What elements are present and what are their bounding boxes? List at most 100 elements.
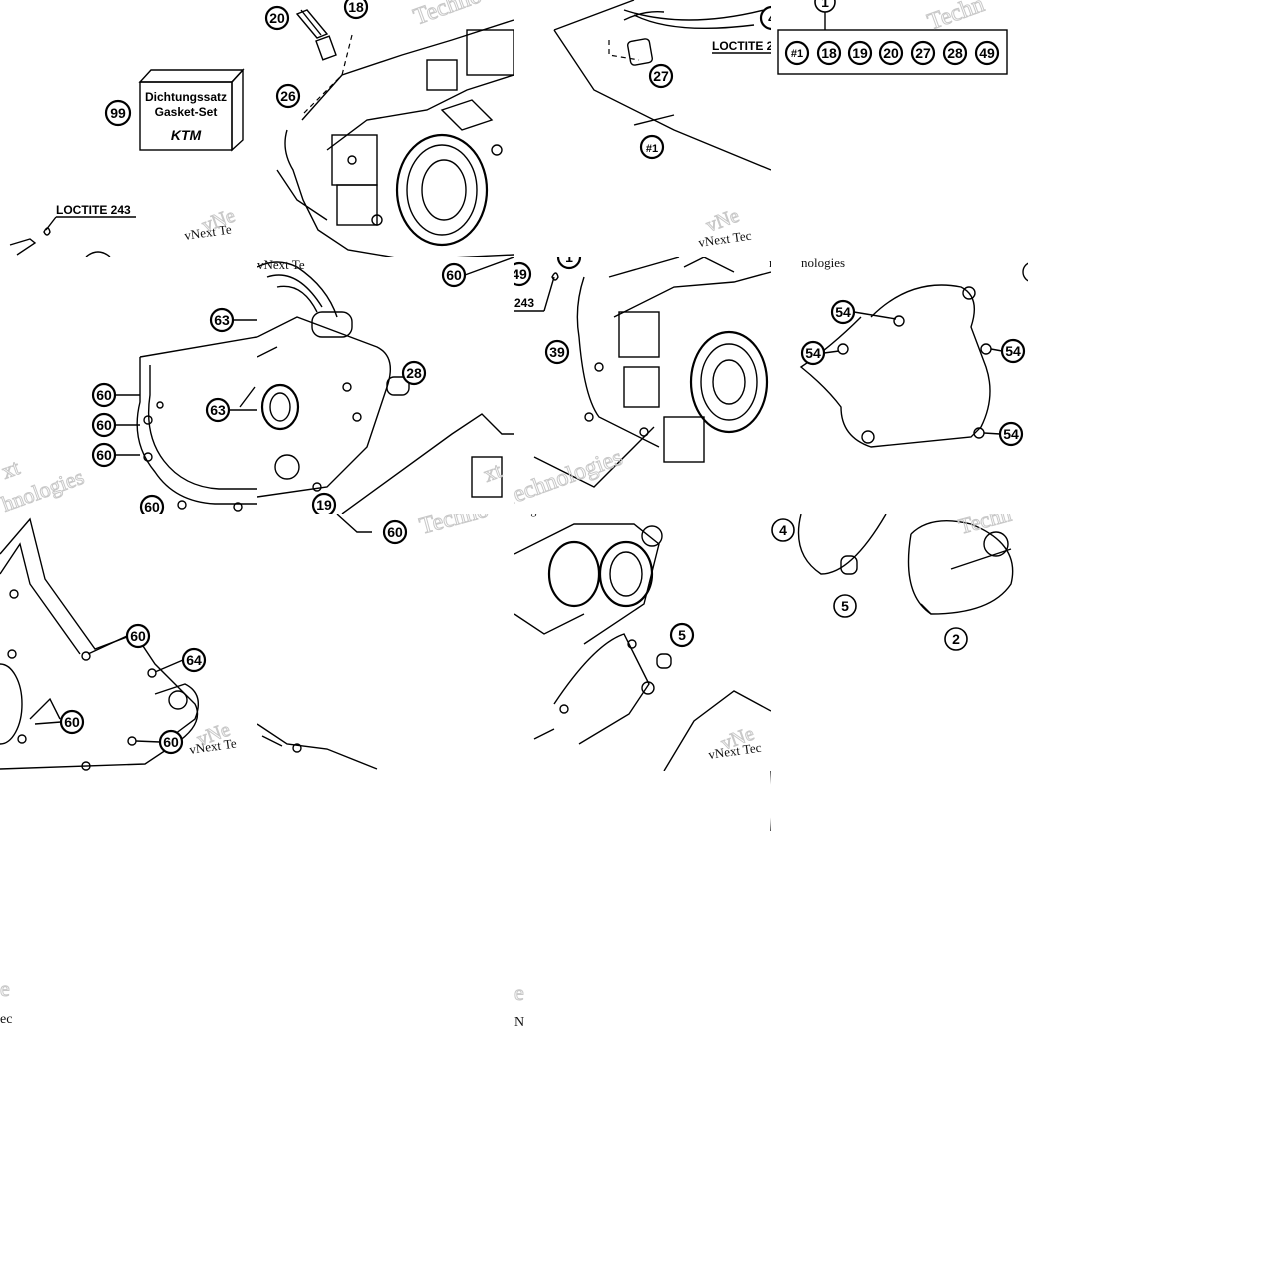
callout-4[interactable]: 4 [759, 5, 771, 31]
svg-text:LOCTITE 2: LOCTITE 2 [712, 39, 771, 53]
watermark-credit: nologies [514, 514, 550, 517]
callout-4-b[interactable]: 4 [771, 518, 795, 542]
callout-39[interactable]: 39 [544, 339, 570, 365]
kit-item-27[interactable]: 27 [910, 40, 936, 66]
callout-63-b[interactable]: 63 [205, 397, 231, 423]
kit-item-19[interactable]: 19 [847, 40, 873, 66]
kit-label-en: Gasket-Set [155, 105, 218, 119]
gasket-kit-box: Dichtungssatz Gasket-Set KTM [138, 68, 245, 152]
svg-text:60: 60 [163, 734, 179, 750]
svg-text:54: 54 [805, 345, 821, 361]
callout-60-b[interactable]: 60 [91, 412, 117, 438]
loctite-note-cut2: 243 [514, 296, 534, 310]
svg-text:5: 5 [841, 598, 849, 614]
watermark: xt [480, 457, 505, 486]
watermark: Techno [417, 514, 492, 540]
svg-text:39: 39 [549, 344, 565, 360]
svg-text:28: 28 [406, 365, 422, 381]
callout-18[interactable]: 18 [343, 0, 369, 20]
svg-text:20: 20 [883, 45, 899, 61]
callout-28[interactable]: 28 [401, 360, 427, 386]
callout-60-f[interactable]: 60 [125, 623, 151, 649]
watermark-credit: nologies [801, 257, 845, 270]
watermark: Techno [410, 0, 485, 31]
tile-pump-cover: 4 5 2 Techn [771, 514, 1028, 771]
crankcase-right-drawing [533, 257, 771, 488]
watermark: e [0, 976, 10, 1001]
svg-text:19: 19 [316, 497, 332, 513]
watermark-credit: vNext Tec [707, 740, 762, 762]
callout-63[interactable]: 63 [209, 307, 235, 333]
svg-text:2: 2 [952, 631, 960, 647]
callout-5-a[interactable]: 5 [669, 622, 695, 648]
watermark-credit: vNext Te [183, 221, 232, 243]
svg-text:64: 64 [186, 652, 202, 668]
ignition-gasket-drawing [799, 284, 992, 448]
svg-text:27: 27 [653, 68, 669, 84]
tile-crankcase-detail: 4 LOCTITE 2 27 #1 vNext Tec vNe [514, 0, 771, 257]
callout-60-a[interactable]: 60 [91, 382, 117, 408]
callout-60-e[interactable]: 60 [441, 262, 467, 288]
callout-26[interactable]: 26 [275, 83, 301, 109]
watermark: e [514, 980, 524, 1005]
crankcase-corner-drawing [553, 0, 771, 171]
svg-text:60: 60 [96, 387, 112, 403]
kit-contents-box [777, 12, 1008, 75]
tile-kit-contents: 1 #1 18 19 20 27 28 49 Techn [771, 0, 1028, 257]
callout-hash1[interactable]: #1 [639, 134, 665, 160]
svg-text:28: 28 [947, 45, 963, 61]
svg-text:60: 60 [96, 447, 112, 463]
callout-1[interactable]: 1 [556, 257, 582, 270]
svg-text:54: 54 [1003, 426, 1019, 442]
svg-text:18: 18 [821, 45, 837, 61]
watermark: vNe [199, 205, 238, 237]
callout-60-c[interactable]: 60 [91, 442, 117, 468]
callout-54-c[interactable]: 54 [1000, 338, 1026, 364]
kit-item-hash1[interactable]: #1 [784, 40, 810, 66]
callout-60-d[interactable]: 60 [139, 494, 165, 514]
clutch-gasket-drawing [514, 523, 771, 771]
callout-27[interactable]: 27 [648, 63, 674, 89]
svg-text:26: 26 [280, 88, 296, 104]
callout-20[interactable]: 20 [264, 5, 290, 31]
kit-item-49[interactable]: 49 [974, 40, 1000, 66]
callout-2[interactable]: 2 [944, 627, 968, 651]
svg-text:63: 63 [214, 312, 230, 328]
loctite-note-cut: LOCTITE 2 [712, 39, 771, 54]
waterpump-drawing [257, 261, 514, 514]
callout-19[interactable]: 19 [311, 492, 337, 514]
svg-text:60: 60 [96, 417, 112, 433]
svg-text:#1: #1 [646, 143, 658, 155]
callout-99[interactable]: 99 [104, 99, 132, 127]
callout-1-kit[interactable]: 1 [814, 0, 836, 13]
callout-5-b[interactable]: 5 [833, 594, 857, 618]
tile-clutch-gasket: nologies 5 vNext Tec vNe [514, 514, 771, 771]
kit-item-28[interactable]: 28 [942, 40, 968, 66]
svg-text:1: 1 [565, 257, 573, 265]
tile-watermark-remnant-right: e N [514, 980, 534, 1040]
tile-fragment: 60 Techno [257, 514, 514, 771]
svg-text:99: 99 [110, 105, 126, 121]
callout-60-h[interactable]: 60 [158, 729, 184, 755]
svg-text:54: 54 [835, 304, 851, 320]
svg-text:20: 20 [269, 10, 285, 26]
kit-item-18[interactable]: 18 [816, 40, 842, 66]
svg-text:4: 4 [779, 522, 787, 538]
callout-60-j[interactable]: 60 [382, 519, 408, 545]
kit-brand-logo: KTM [171, 127, 202, 143]
callout-54-a[interactable]: 54 [830, 299, 856, 325]
callout-64[interactable]: 64 [181, 647, 207, 673]
callout-54-d[interactable]: 54 [998, 421, 1024, 447]
svg-text:60: 60 [64, 714, 80, 730]
watermark-credit: N [514, 1015, 524, 1030]
svg-text:60: 60 [446, 267, 462, 283]
watermark-credit: vNext Te [188, 735, 237, 757]
callout-49[interactable]: 49 [514, 261, 532, 287]
watermark-credit: vNext Te [257, 257, 305, 272]
callout-60-g[interactable]: 60 [59, 709, 85, 735]
tile-fragment-bottom [514, 771, 771, 1028]
loctite-note: LOCTITE 243 [9, 203, 136, 257]
svg-text:19: 19 [852, 45, 868, 61]
callout-54-b[interactable]: 54 [800, 340, 826, 366]
kit-item-20[interactable]: 20 [878, 40, 904, 66]
